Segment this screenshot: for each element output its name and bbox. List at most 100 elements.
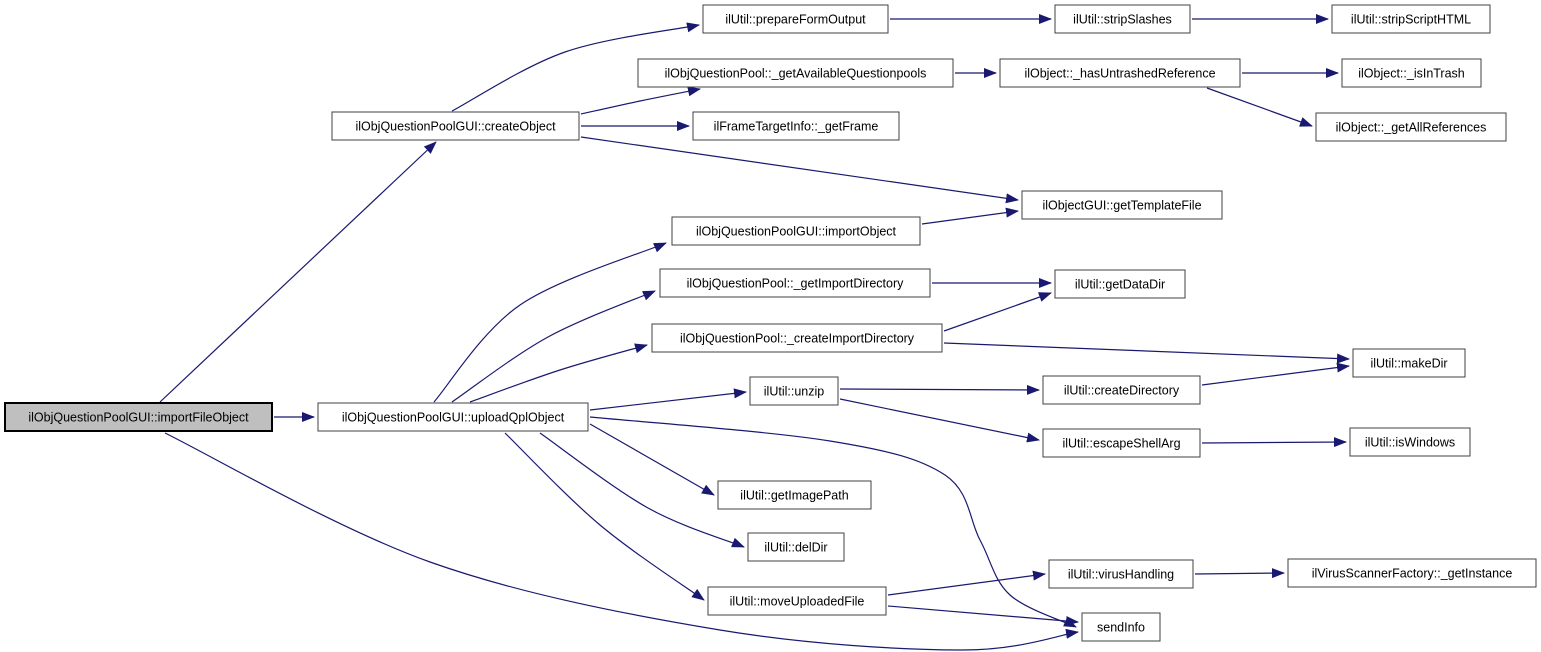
edge-unzip-to-createDirectory [839,384,1040,395]
node-delDir[interactable]: ilUtil::delDir [747,532,845,562]
edge-uploadQplObject-to-getImportDirectory [451,290,656,403]
node-label: ilUtil::prepareFormOutput [725,13,866,27]
node-box [659,268,931,298]
node-box [1352,348,1466,378]
node-label: ilObjQuestionPool::_createImportDirector… [680,332,915,346]
node-box [1054,269,1186,299]
node-makeDir[interactable]: ilUtil::makeDir [1352,348,1466,378]
edge-escapeShellArg-to-isWindows [1201,437,1347,448]
node-getFrame[interactable]: ilFrameTargetInfo::_getFrame [692,111,900,141]
edge-createObject-to-getTemplateFile [580,136,1019,204]
node-label: ilUtil::stripSlashes [1073,13,1172,27]
node-box [331,111,580,141]
edge-uploadQplObject-to-delDir [539,432,745,548]
edge-uploadQplObject-to-importObject [433,242,667,403]
node-label: ilObjQuestionPoolGUI::createObject [355,120,556,134]
node-box [1048,559,1194,589]
edge-uploadQplObject-to-getImagePath [589,423,715,496]
edge-importFileObject-to-createObject [159,141,437,403]
edge-hasUntrashedReference-to-getAllReferences [1206,87,1313,127]
node-moveUploadedFile[interactable]: ilUtil::moveUploadedFile [707,586,887,616]
edge-importFileObject-to-sendInfo [164,432,1079,651]
node-box [1042,375,1201,405]
node-label: ilObjQuestionPoolGUI::uploadQplObject [342,411,565,425]
node-box [1331,4,1491,34]
node-prepareFormOutput[interactable]: ilUtil::prepareFormOutput [702,4,889,34]
node-box [707,586,887,616]
node-isInTrash[interactable]: ilObject::_isInTrash [1341,58,1482,88]
node-sendInfo[interactable]: sendInfo [1081,612,1161,642]
node-label: ilObjQuestionPoolGUI::importObject [696,225,897,239]
node-label: sendInfo [1097,621,1145,635]
node-label: ilUtil::delDir [764,541,827,555]
node-label: ilUtil::createDirectory [1064,384,1180,398]
node-unzip[interactable]: ilUtil::unzip [749,376,839,406]
node-box [692,111,900,141]
node-box [1021,190,1223,220]
edge-moveUploadedFile-to-sendInfo [887,605,1079,626]
node-box [999,58,1241,88]
node-label: ilObjectGUI::getTemplateFile [1042,199,1201,213]
node-stripSlashes[interactable]: ilUtil::stripSlashes [1054,4,1191,34]
node-escapeShellArg[interactable]: ilUtil::escapeShellArg [1042,428,1201,458]
node-virusHandling[interactable]: ilUtil::virusHandling [1048,559,1194,589]
edge-uploadQplObject-to-sendInfo [589,416,1077,628]
edge-uploadQplObject-to-createImportDirectory [469,343,648,403]
edge-unzip-to-escapeShellArg [839,398,1040,443]
node-getAllReferences[interactable]: ilObject::_getAllReferences [1315,112,1507,142]
node-box [1042,428,1201,458]
node-importFileObject[interactable]: ilObjQuestionPoolGUI::importFileObject [4,402,273,432]
node-uploadQplObject[interactable]: ilObjQuestionPoolGUI::uploadQplObject [317,402,589,432]
node-label: ilUtil::moveUploadedFile [730,595,865,609]
node-box [671,216,921,246]
node-label: ilUtil::makeDir [1370,357,1447,371]
node-importObject[interactable]: ilObjQuestionPoolGUI::importObject [671,216,921,246]
edge-createObject-to-prepareFormOutput [451,22,700,112]
edge-createDirectory-to-makeDir [1201,362,1350,386]
node-box [4,402,273,432]
node-box [747,532,845,562]
node-hasUntrashedReference[interactable]: ilObject::_hasUntrashedReference [999,58,1241,88]
node-stripScriptHTML[interactable]: ilUtil::stripScriptHTML [1331,4,1491,34]
node-box [1287,558,1537,588]
node-createObject[interactable]: ilObjQuestionPoolGUI::createObject [331,111,580,141]
node-getAvailableQuestionpools[interactable]: ilObjQuestionPool::_getAvailableQuestion… [637,58,954,88]
node-label: ilObjQuestionPoolGUI::importFileObject [28,411,249,425]
edge-importObject-to-getTemplateFile [921,207,1019,225]
node-box [651,323,943,353]
node-box [637,58,954,88]
edge-createImportDirectory-to-makeDir [943,342,1350,364]
node-getImagePath[interactable]: ilUtil::getImagePath [717,480,872,510]
node-getDataDir[interactable]: ilUtil::getDataDir [1054,269,1186,299]
node-label: ilFrameTargetInfo::_getFrame [714,120,879,134]
node-label: ilObject::_getAllReferences [1336,121,1487,135]
node-label: ilUtil::getImagePath [740,489,848,503]
edge-moveUploadedFile-to-virusHandling [887,570,1046,596]
node-label: ilUtil::isWindows [1365,436,1455,450]
edge-createImportDirectory-to-getDataDir [943,292,1052,332]
node-label: ilObject::_isInTrash [1358,67,1465,81]
node-box [317,402,589,432]
node-createDirectory[interactable]: ilUtil::createDirectory [1042,375,1201,405]
node-isWindows[interactable]: ilUtil::isWindows [1349,427,1471,457]
node-label: ilObjQuestionPool::_getImportDirectory [687,277,905,291]
edge-uploadQplObject-to-unzip [589,388,747,411]
node-getTemplateFile[interactable]: ilObjectGUI::getTemplateFile [1021,190,1223,220]
node-label: ilUtil::virusHandling [1068,568,1174,582]
node-getInstance[interactable]: ilVirusScannerFactory::_getInstance [1287,558,1537,588]
node-box [1341,58,1482,88]
edge-virusHandling-to-getInstance [1194,568,1285,579]
edge-uploadQplObject-to-moveUploadedFile [504,432,705,601]
node-box [749,376,839,406]
node-label: ilObjQuestionPool::_getAvailableQuestion… [665,67,927,81]
node-label: ilUtil::stripScriptHTML [1351,13,1471,27]
node-box [717,480,872,510]
node-label: ilVirusScannerFactory::_getInstance [1312,567,1513,581]
node-box [1315,112,1507,142]
node-getImportDirectory[interactable]: ilObjQuestionPool::_getImportDirectory [659,268,931,298]
node-box [1081,612,1161,642]
node-createImportDirectory[interactable]: ilObjQuestionPool::_createImportDirector… [651,323,943,353]
edge-createObject-to-getAvailableQuestionpools [580,86,701,115]
